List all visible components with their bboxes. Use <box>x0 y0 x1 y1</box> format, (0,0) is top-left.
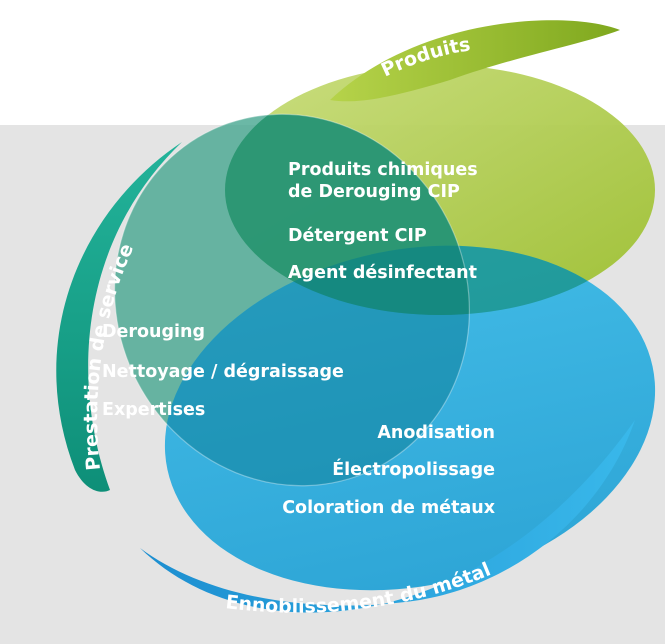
ennoblissement-item: Électropolissage <box>332 460 495 480</box>
produits-item: Agent désinfectant <box>288 263 477 283</box>
ennoblissement-item: Coloration de métaux <box>282 498 495 518</box>
prestation-item: Derouging <box>102 322 206 342</box>
ennoblissement-item: Anodisation <box>377 423 495 443</box>
ennoblissement-petal <box>140 420 635 613</box>
produits-petal <box>330 20 620 102</box>
produits-item: Produits chimiques <box>288 160 478 180</box>
prestation-item: Nettoyage / dégraissage <box>102 362 344 382</box>
produits-item: Détergent CIP <box>288 226 427 246</box>
produits-item: de Derouging CIP <box>288 182 460 202</box>
prestation-item: Expertises <box>102 400 206 420</box>
prestation-petal <box>56 142 182 492</box>
